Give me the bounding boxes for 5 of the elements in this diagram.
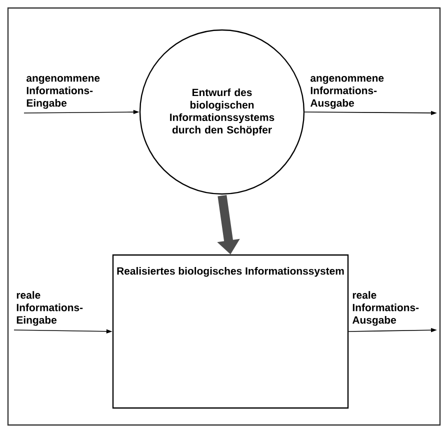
edge-label: reale Informations- Eingabe bbox=[16, 291, 83, 326]
process-box: Realisiertes biologisches Informationssystem bbox=[112, 254, 349, 409]
edge-label: angenommene Informations- Ausgabe bbox=[310, 76, 384, 109]
edge-label: reale Informations- Ausgabe bbox=[352, 291, 419, 326]
edge-label: angenommene Informations- Eingabe bbox=[26, 76, 100, 109]
